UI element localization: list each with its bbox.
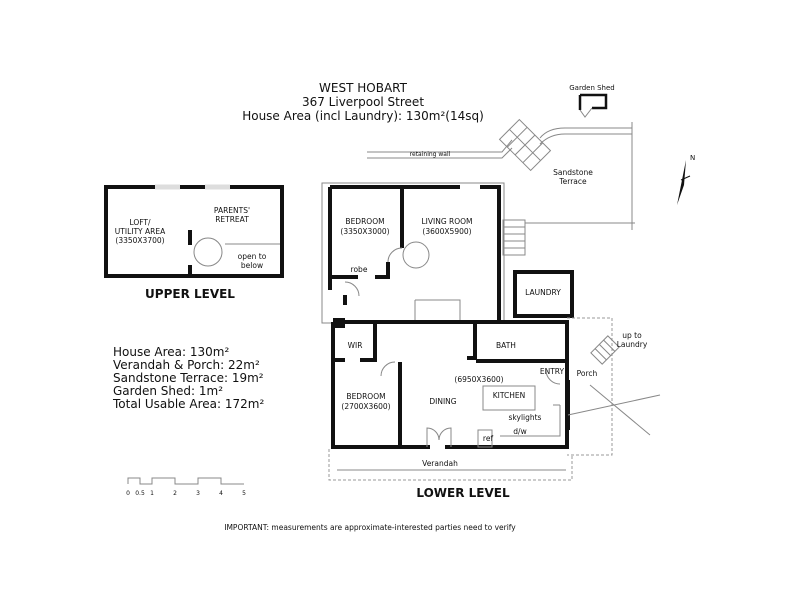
- suburb-title: WEST HOBART: [319, 81, 408, 95]
- retaining-wall: [367, 139, 513, 159]
- kitchen-label: KITCHEN: [493, 391, 526, 400]
- scale-tick: 4: [219, 490, 223, 497]
- scale-tick: 2: [173, 490, 177, 497]
- living-room-label: LIVING ROOM: [421, 217, 472, 226]
- bedroom-1-label: BEDROOM: [345, 217, 384, 226]
- area-line: House Area: 130m²: [113, 345, 229, 359]
- laundry-label: LAUNDRY: [525, 288, 561, 297]
- loft-label-2: UTILITY AREA: [115, 227, 166, 236]
- lower-level-title: LOWER LEVEL: [416, 486, 510, 500]
- north-arrow-icon: N: [677, 154, 695, 205]
- bedroom-1-dimensions: (3350X3000): [340, 227, 389, 236]
- house-area-heading: House Area (incl Laundry): 130m²(14sq): [242, 109, 484, 123]
- scale-bar: 0 0.5 1 2 3 4 5: [126, 477, 246, 497]
- area-line: Verandah & Porch: 22m²: [113, 358, 260, 372]
- living-room-dimensions: (3600X5900): [422, 227, 471, 236]
- robe-label: robe: [351, 265, 368, 274]
- scale-tick: 5: [242, 490, 246, 497]
- open-to-below-label: open to: [238, 252, 267, 261]
- stairs: [502, 219, 526, 256]
- disclaimer: IMPORTANT: measurements are approximate-…: [224, 523, 516, 532]
- parents-retreat-label-2: RETREAT: [215, 215, 249, 224]
- terrace-path: [539, 122, 633, 230]
- spiral-stair-icon: [193, 237, 223, 267]
- garden-shed-label: Garden Shed: [569, 84, 615, 92]
- skylights-label: skylights: [509, 413, 542, 422]
- fridge-label: ref: [483, 434, 494, 443]
- open-to-below-label-2: below: [241, 261, 263, 270]
- scale-tick: 0: [126, 490, 130, 497]
- loft-label: LOFT/: [129, 218, 151, 227]
- area-line: Sandstone Terrace: 19m²: [113, 371, 264, 385]
- bedroom-2-label: BEDROOM: [346, 392, 385, 401]
- lower-level-plan: BEDROOM (3350X3000) robe LIVING ROOM (36…: [321, 182, 661, 500]
- loft-dimensions: (3350X3700): [115, 236, 164, 245]
- kitchen-island: [482, 385, 536, 411]
- scale-tick: 1: [150, 490, 154, 497]
- area-summary: House Area: 130m² Verandah & Porch: 22m²…: [112, 345, 264, 411]
- laundry-room: [513, 270, 574, 318]
- garden-shed: [578, 93, 608, 110]
- terrace-steps: [498, 118, 552, 172]
- scale-tick: 3: [196, 490, 200, 497]
- terrace-label-2: Terrace: [558, 177, 587, 186]
- plan-header: WEST HOBART 367 Liverpool Street House A…: [242, 81, 484, 123]
- upper-level-title: UPPER LEVEL: [145, 287, 235, 301]
- area-line: Garden Shed: 1m²: [113, 384, 223, 398]
- scale-tick: 0.5: [135, 490, 145, 497]
- dining-label: DINING: [429, 397, 456, 406]
- upper-level-plan: LOFT/ UTILITY AREA (3350X3700) PARENTS' …: [104, 184, 284, 301]
- retaining-wall-label: retaining wall: [410, 151, 451, 158]
- address: 367 Liverpool Street: [302, 95, 424, 109]
- terrace-label: Sandstone: [553, 168, 593, 177]
- porch-steps: [590, 335, 620, 365]
- dishwasher-label: d/w: [513, 427, 526, 436]
- wir-label: WIR: [348, 341, 363, 350]
- parents-retreat-label: PARENTS': [214, 206, 250, 215]
- bedroom-2-dimensions: (2700X3600): [341, 402, 390, 411]
- site-features: retaining wall Sandstone Terrace Garden …: [367, 84, 695, 230]
- dining-dimensions: (6950X3600): [454, 375, 503, 384]
- up-to-laundry-label: up to: [622, 331, 642, 340]
- up-to-laundry-label-2: Laundry: [617, 340, 648, 349]
- bath-label: BATH: [496, 341, 516, 350]
- svg-text:N: N: [690, 154, 695, 162]
- verandah-label: Verandah: [422, 459, 458, 468]
- area-line: Total Usable Area: 172m²: [112, 397, 264, 411]
- entry-label: ENTRY: [540, 367, 565, 376]
- porch-label: Porch: [577, 369, 598, 378]
